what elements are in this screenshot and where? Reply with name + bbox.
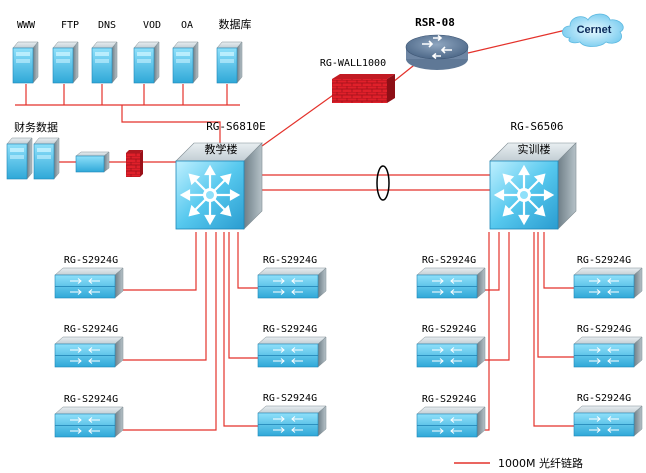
access-switch-label: RG-S2924G: [422, 394, 476, 405]
cloud-label: Cernet: [577, 24, 612, 36]
access-switch-label: RG-S2924G: [577, 324, 631, 335]
server-oa: OA: [172, 20, 199, 84]
access-switch: RG-S2924G: [257, 255, 327, 299]
access-switch: RG-S2924G: [573, 255, 643, 299]
access-switch: RG-S2924G: [573, 393, 643, 437]
firewall-label: RG-WALL1000: [320, 58, 386, 69]
core-model-label: RG-S6810E: [206, 120, 266, 133]
access-switch-label: RG-S2924G: [64, 324, 118, 335]
fiber-links: [15, 29, 578, 431]
access-switch: RG-S2924G: [257, 324, 327, 368]
access-switch: RG-S2924G: [54, 394, 124, 438]
access-switch-label: RG-S2924G: [263, 324, 317, 335]
access-switch-label: RG-S2924G: [64, 255, 118, 266]
server-label: DNS: [98, 20, 116, 31]
core-model-label: RG-S6506: [511, 120, 564, 133]
core-building-label: 教学楼: [205, 142, 238, 156]
cloud-cernet: Cernet: [562, 13, 624, 47]
legend: 1000M 光纤链路: [454, 456, 583, 470]
access-switch: RG-S2924G: [416, 394, 486, 438]
access-switch: RG-S2924G: [54, 255, 124, 299]
finance-servers: 财务数据: [6, 120, 143, 180]
access-switch-label: RG-S2924G: [422, 324, 476, 335]
access-switch: RG-S2924G: [416, 324, 486, 368]
server-vod: VOD: [133, 20, 161, 84]
access-switch-label: RG-S2924G: [577, 255, 631, 266]
core-switch-rg-s6810e: RG-S6810E 教学楼: [174, 120, 266, 231]
access-switch-label: RG-S2924G: [422, 255, 476, 266]
server-label: VOD: [143, 20, 161, 31]
server-label: WWW: [17, 20, 36, 31]
server-database: 数据库: [216, 17, 252, 84]
legend-label: 1000M 光纤链路: [498, 456, 583, 470]
core-building-label: 实训楼: [518, 142, 551, 156]
finance-switch: [75, 151, 110, 173]
server-label: FTP: [61, 20, 79, 31]
access-switch-label: RG-S2924G: [577, 393, 631, 404]
access-switch-label: RG-S2924G: [263, 255, 317, 266]
access-switch: RG-S2924G: [573, 324, 643, 368]
router-label: RSR-08: [415, 16, 455, 29]
server-ftp: FTP: [52, 20, 79, 84]
server-www: WWW: [12, 20, 39, 84]
finance-firewall: [126, 150, 143, 177]
access-switch-label: RG-S2924G: [64, 394, 118, 405]
server-label: OA: [181, 20, 193, 31]
router-rsr-08: RSR-08: [405, 16, 469, 70]
access-switch: RG-S2924G: [54, 324, 124, 368]
access-switch: RG-S2924G: [416, 255, 486, 299]
server-label: 数据库: [219, 17, 252, 31]
access-switch-label: RG-S2924G: [263, 393, 317, 404]
core-switch-rg-s6506: RG-S6506 实训楼: [488, 120, 578, 231]
firewall-rg-wall1000: RG-WALL1000: [320, 58, 395, 103]
access-switch: RG-S2924G: [257, 393, 327, 437]
server-dns: DNS: [91, 20, 118, 84]
finance-label: 财务数据: [14, 120, 58, 134]
